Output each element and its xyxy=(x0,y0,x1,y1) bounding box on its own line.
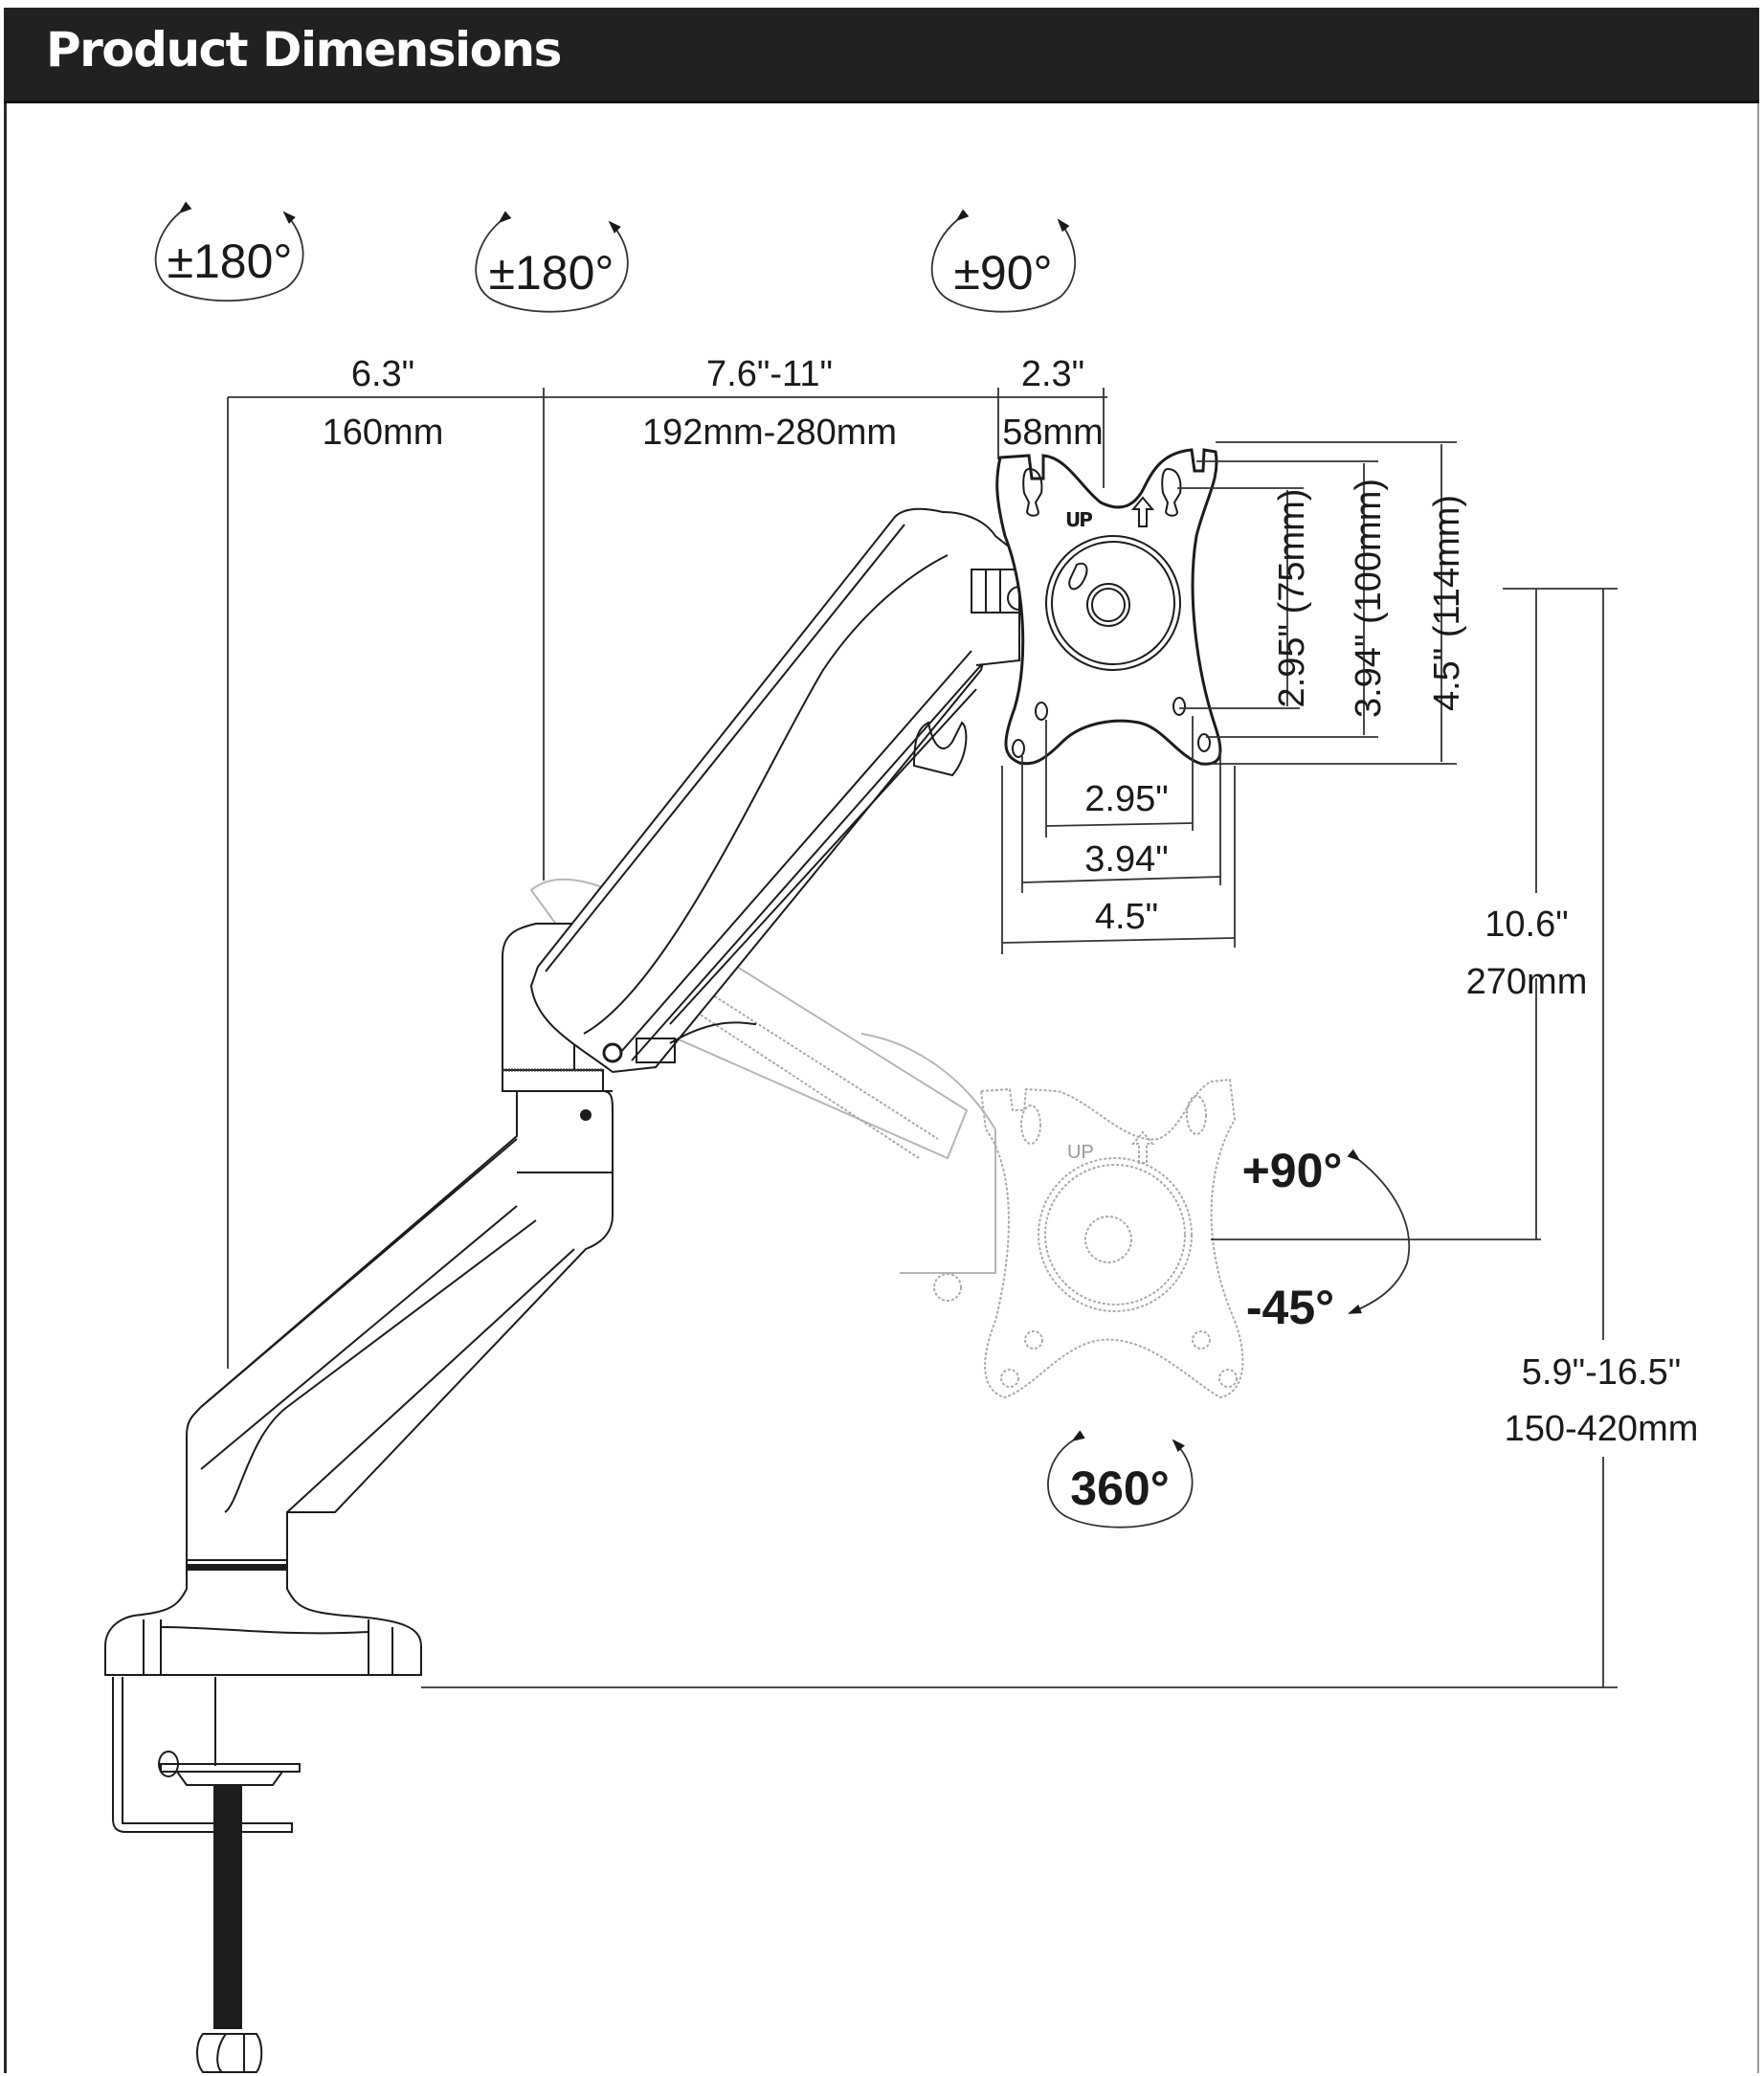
up-label: UP xyxy=(1065,508,1092,531)
up-arrow-icon xyxy=(1130,496,1155,527)
dim-head-imperial: 2.3" xyxy=(1021,354,1084,394)
tilt-up-label: +90° xyxy=(1242,1144,1343,1197)
clamp-screw xyxy=(213,1785,242,2029)
height-adjust-dimension xyxy=(1211,588,1618,1240)
height-adjust-metric: 270mm xyxy=(1466,962,1588,1002)
head-connector xyxy=(942,511,1032,666)
rotation-arrow-icon xyxy=(154,201,304,302)
desk-clamp xyxy=(104,1559,422,2073)
tilt-arrow-icon xyxy=(1347,1149,1411,1314)
total-height-imperial: 5.9"-16.5" xyxy=(1522,1352,1681,1393)
ghost-vesa-plate: UP xyxy=(979,1078,1244,1399)
base-swivel-indicator: ±180° xyxy=(154,201,304,302)
rotation-label: 360° xyxy=(1070,1462,1169,1515)
vesa-75-vertical-label: 2.95" (75mm) xyxy=(1272,489,1312,708)
head-swivel-indicator: ±90° xyxy=(930,209,1077,313)
up-arrow-icon xyxy=(1130,1130,1155,1164)
upper-arm xyxy=(529,507,997,1074)
rotation-arrow-icon xyxy=(930,209,1077,313)
dim-upper-arm-metric: 192mm-280mm xyxy=(642,413,897,453)
head-swivel-label: ±90° xyxy=(953,246,1052,300)
vesa-plate: UP xyxy=(995,448,1222,766)
vesa-100-horizontal-label: 3.94" xyxy=(1084,839,1168,880)
dim-base-arm-metric: 160mm xyxy=(323,413,444,453)
total-height-dimension xyxy=(421,589,1618,1688)
ghost-up-label: UP xyxy=(1067,1142,1094,1163)
header-bar: Product Dimensions xyxy=(4,8,1759,103)
tilt-down-label: -45° xyxy=(1246,1281,1334,1334)
total-height-metric: 150-420mm xyxy=(1505,1409,1699,1449)
horizontal-dimension-line xyxy=(227,388,1107,1369)
rotation-arrow-icon xyxy=(475,211,629,313)
vesa-vertical-dimensions xyxy=(1177,441,1457,765)
page-title: Product Dimensions xyxy=(46,22,562,78)
diagram-frame xyxy=(4,8,1759,2073)
tilt-indicator: +90° -45° xyxy=(1242,1144,1411,1334)
arm-swivel-label: ±180° xyxy=(489,246,614,300)
rotation-arrow-icon xyxy=(1047,1430,1194,1529)
base-swivel-label: ±180° xyxy=(167,234,293,288)
rotation-indicator: 360° xyxy=(1047,1430,1194,1529)
vesa-100-vertical-label: 3.94" (100mm) xyxy=(1349,479,1389,718)
vesa-horizontal-dimensions xyxy=(1001,716,1236,954)
dim-base-arm-imperial: 6.3" xyxy=(351,354,414,394)
vesa-75-horizontal-label: 2.95" xyxy=(1084,779,1168,819)
lower-arm xyxy=(186,1090,614,1561)
arm-swivel-indicator: ±180° xyxy=(475,211,629,313)
vesa-114-vertical-label: 4.5" (114mm) xyxy=(1427,495,1467,711)
height-adjust-imperial: 10.6" xyxy=(1485,904,1568,945)
dim-head-metric: 58mm xyxy=(1002,413,1104,453)
dim-upper-arm-imperial: 7.6"-11" xyxy=(706,354,833,394)
vesa-114-horizontal-label: 4.5" xyxy=(1095,897,1158,937)
